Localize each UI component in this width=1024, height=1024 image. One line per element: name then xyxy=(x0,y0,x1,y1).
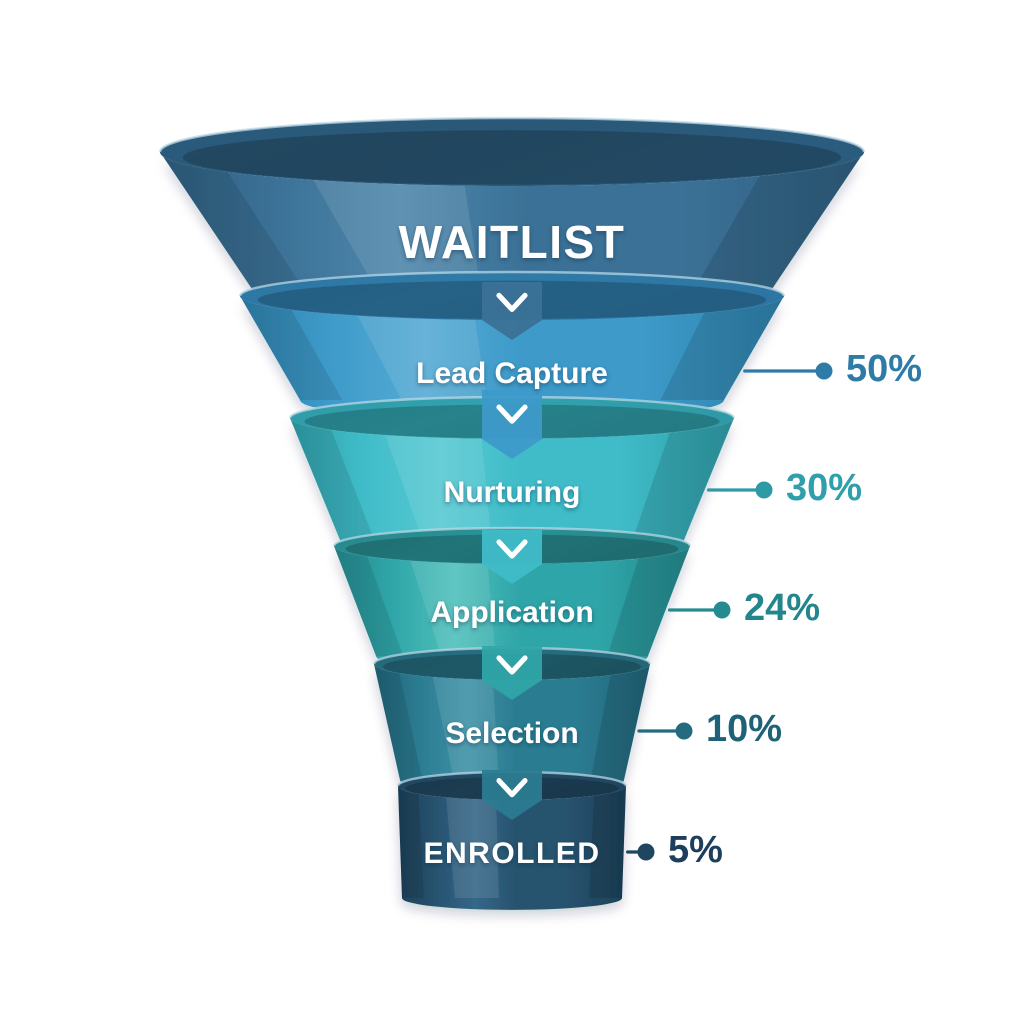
leader-line-3 xyxy=(706,481,773,499)
chevron-down-icon xyxy=(482,390,542,459)
leader-line-6 xyxy=(626,843,655,861)
funnel-stage-5 xyxy=(372,646,652,794)
funnel-stage-labels: WAITLIST Lead CaptureNurturingApplication… xyxy=(399,216,626,870)
stage-label-4: Application xyxy=(430,596,593,629)
funnel-leader-lines xyxy=(626,362,833,861)
stage-highlight xyxy=(383,429,492,540)
stage-body xyxy=(374,664,650,794)
stage-body xyxy=(334,546,690,672)
leader-line-4 xyxy=(667,601,731,619)
stage-highlight xyxy=(408,555,496,656)
stage-rim-inner xyxy=(182,130,842,185)
stage-rim-lip xyxy=(332,526,692,547)
chevron-down-icon xyxy=(482,530,542,584)
stage-body xyxy=(290,418,734,558)
stage-left-facet xyxy=(374,664,423,780)
percent-label-5: 10% xyxy=(706,708,782,750)
chevron-down-icon xyxy=(482,770,542,820)
stage-highlight xyxy=(354,309,487,400)
chevron-glyph xyxy=(496,404,528,424)
stage-label-2: Lead Capture xyxy=(416,357,608,390)
stage-body xyxy=(240,296,784,421)
stage-right-shade xyxy=(632,418,734,540)
stage-right-shade xyxy=(589,786,626,898)
stage-rim xyxy=(160,118,864,186)
chevron-glyph xyxy=(496,539,528,559)
percent-label-3: 30% xyxy=(786,467,862,509)
funnel-percent-labels: 50% 30% 24% 10% 5% xyxy=(668,348,922,871)
stage-body xyxy=(398,786,626,910)
chevron-down-icon xyxy=(482,646,542,700)
stage-rim-lip xyxy=(238,270,786,297)
stage-highlight xyxy=(445,793,499,898)
stage-highlight xyxy=(307,170,482,292)
stage-left-facet xyxy=(334,546,404,656)
leader-line-5 xyxy=(637,722,693,740)
stage-label-1: WAITLIST xyxy=(399,216,626,268)
stage-right-shade xyxy=(590,664,650,780)
stage-left-facet xyxy=(398,786,424,898)
leader-dot xyxy=(815,362,833,380)
stage-left-facet xyxy=(240,296,343,400)
leader-dot xyxy=(755,481,773,499)
chevron-glyph xyxy=(496,778,528,798)
stage-right-shade xyxy=(660,296,784,400)
stage-right-shade xyxy=(692,152,864,292)
chevron-glyph xyxy=(496,292,528,312)
funnel-stage-4 xyxy=(332,526,692,672)
leader-dot xyxy=(675,722,693,740)
stage-right-shade xyxy=(607,546,690,656)
chevron-down-icon xyxy=(482,282,542,340)
percent-label-6: 5% xyxy=(668,829,723,871)
stage-label-6: ENROLLED xyxy=(424,837,601,870)
leader-dot xyxy=(713,601,731,619)
chevron-glyph xyxy=(496,655,528,675)
leader-line-2 xyxy=(743,362,833,380)
leader-dot xyxy=(637,843,655,861)
funnel-connectors xyxy=(482,282,542,820)
percent-label-4: 24% xyxy=(744,587,820,629)
percent-label-2: 50% xyxy=(846,348,922,390)
funnel-stage-3 xyxy=(288,395,736,558)
stage-label-5: Selection xyxy=(445,717,578,750)
stage-highlight xyxy=(431,672,499,780)
stage-label-3: Nurturing xyxy=(444,476,581,509)
stage-left-facet xyxy=(160,152,306,292)
funnel-stage-2 xyxy=(238,270,786,421)
funnel-stage-bodies xyxy=(158,116,866,910)
stage-left-facet xyxy=(290,418,375,540)
stage-rim-lip xyxy=(158,116,866,153)
